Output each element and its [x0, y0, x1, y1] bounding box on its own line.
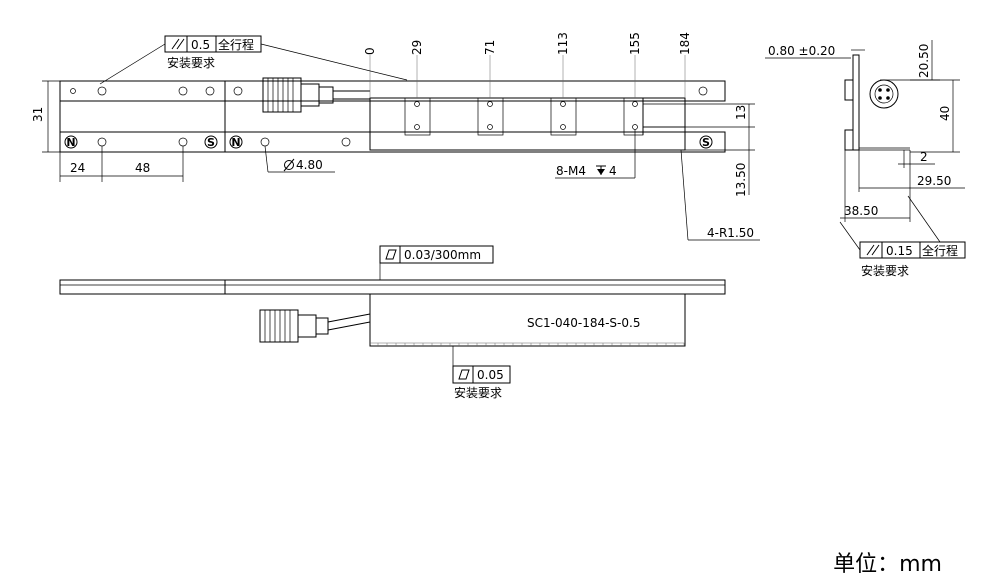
svg-text:4: 4 — [609, 164, 617, 178]
svg-text:4.80: 4.80 — [296, 158, 323, 172]
svg-text:0.5: 0.5 — [191, 38, 210, 52]
svg-text:20.50: 20.50 — [917, 44, 931, 78]
svg-text:113: 113 — [556, 32, 570, 55]
svg-text:8-M4: 8-M4 — [556, 164, 586, 178]
parallelism-callout-side: 0.15 全行程 安装要求 — [839, 195, 966, 278]
hole-position-dims: 0 29 71 113 155 184 — [363, 32, 692, 98]
unit-label: 单位：mm — [833, 552, 942, 577]
svg-text:2: 2 — [920, 150, 928, 164]
svg-text:31: 31 — [31, 107, 45, 122]
connector-top — [262, 77, 370, 113]
north-marker: N — [64, 135, 78, 149]
connector-end — [869, 79, 899, 109]
top-view: N S N S — [31, 32, 760, 241]
svg-text:0.80 ±0.20: 0.80 ±0.20 — [768, 44, 835, 58]
svg-text:13: 13 — [734, 105, 748, 120]
svg-text:S: S — [702, 136, 710, 149]
svg-text:安装要求: 安装要求 — [861, 263, 909, 278]
svg-text:184: 184 — [678, 32, 692, 55]
part-number: SC1-040-184-S-0.5 — [527, 316, 640, 330]
svg-text:N: N — [66, 136, 75, 149]
svg-text:0.05: 0.05 — [477, 368, 504, 382]
north-marker: N — [229, 135, 243, 149]
svg-text:48: 48 — [135, 161, 150, 175]
front-view: SC1-040-184-S-0.5 0.03/300mm — [59, 245, 726, 400]
flatness-callout-top: 0.03/300mm — [379, 245, 494, 280]
svg-text:29: 29 — [410, 40, 424, 55]
svg-text:0.03/300mm: 0.03/300mm — [404, 248, 481, 262]
svg-text:38.50: 38.50 — [844, 204, 878, 218]
svg-text:71: 71 — [483, 40, 497, 55]
svg-text:29.50: 29.50 — [917, 174, 951, 188]
svg-text:安装要求: 安装要求 — [167, 55, 215, 70]
svg-text:40: 40 — [938, 106, 952, 121]
svg-text:S: S — [207, 136, 215, 149]
svg-text:全行程: 全行程 — [922, 243, 958, 258]
svg-text:4-R1.50: 4-R1.50 — [707, 226, 754, 240]
svg-text:安装要求: 安装要求 — [454, 385, 502, 400]
parallelism-callout: 0.5 全行程 安装要求 — [99, 35, 408, 85]
svg-text:24: 24 — [70, 161, 85, 175]
svg-text:13.50: 13.50 — [734, 163, 748, 197]
south-marker: S — [699, 135, 713, 149]
flatness-callout-bottom: 0.05 安装要求 — [452, 346, 511, 400]
svg-text:0.15: 0.15 — [886, 244, 913, 258]
depth-symbol — [596, 165, 606, 175]
svg-text:155: 155 — [628, 32, 642, 55]
svg-text:0: 0 — [363, 47, 377, 55]
side-view: 0.80 ±0.20 20.50 40 2 29.50 38.50 0.15 — [765, 40, 966, 278]
svg-text:全行程: 全行程 — [218, 37, 254, 52]
diameter-symbol — [283, 158, 295, 172]
svg-text:N: N — [231, 136, 240, 149]
connector-front — [259, 309, 371, 343]
front-ticks — [377, 343, 685, 346]
south-marker: S — [204, 135, 218, 149]
